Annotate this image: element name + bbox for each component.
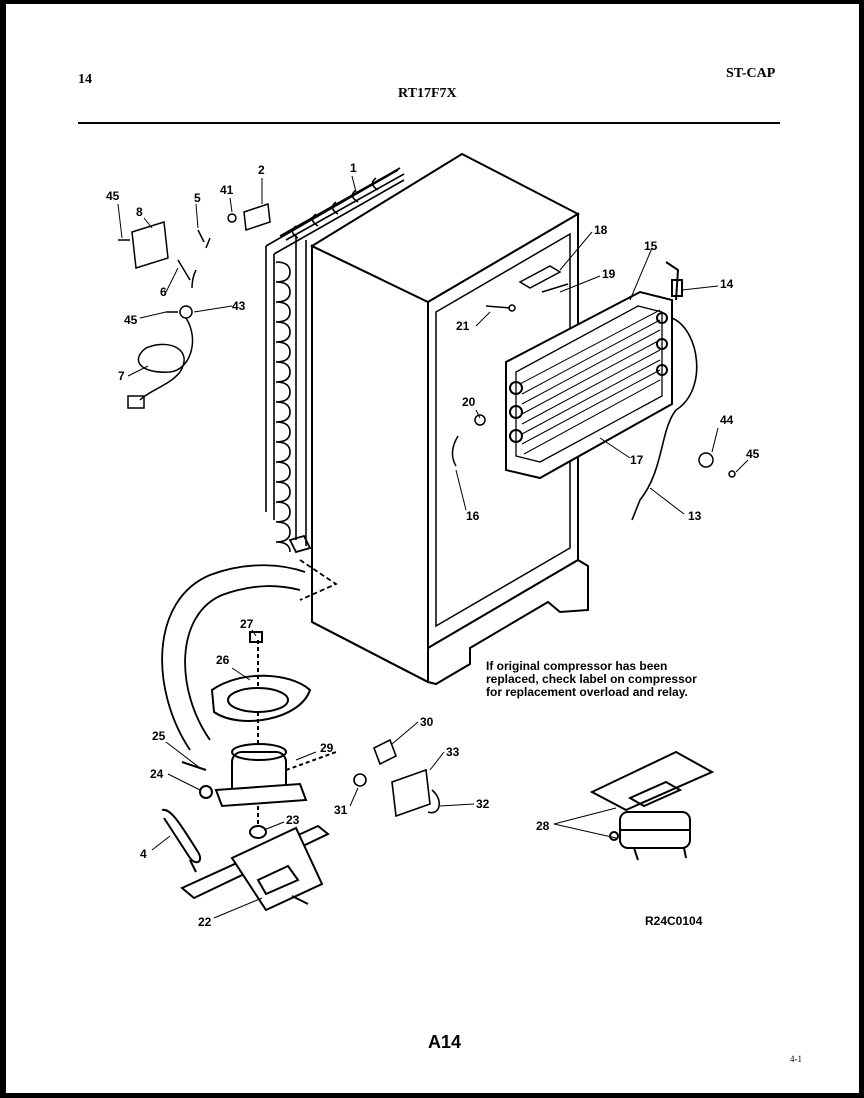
callout-28: 28 xyxy=(536,819,550,833)
leader-lines xyxy=(117,175,749,919)
callout-labels: 1 2 41 45 5 8 6 45 43 7 18 15 19 14 21 2… xyxy=(106,161,760,929)
callout-20: 20 xyxy=(462,395,476,409)
callout-23: 23 xyxy=(286,813,300,827)
callout-7: 7 xyxy=(118,369,125,383)
callout-14: 14 xyxy=(720,277,734,291)
diagram-reference-code: R24C0104 xyxy=(645,914,703,928)
assembly-arrow xyxy=(161,534,338,751)
relay-overload xyxy=(353,738,440,818)
callout-13: 13 xyxy=(688,509,702,523)
callout-31: 31 xyxy=(334,803,348,817)
corner-mark: 4-1 xyxy=(790,1054,802,1064)
model-number: RT17F7X xyxy=(398,86,457,101)
callout-43: 43 xyxy=(232,299,246,313)
callout-17: 17 xyxy=(630,453,644,467)
drier xyxy=(161,808,202,873)
compressor-assembly xyxy=(181,631,337,839)
compressor-replacement-note: If original compressor has been replaced… xyxy=(486,659,697,699)
scan-border-left xyxy=(0,0,6,1098)
callout-26: 26 xyxy=(216,653,230,667)
callout-24: 24 xyxy=(150,767,164,781)
callout-33: 33 xyxy=(446,745,460,759)
callout-16: 16 xyxy=(466,509,480,523)
condenser-coil xyxy=(265,167,405,553)
callout-1: 1 xyxy=(350,161,357,175)
callout-27: 27 xyxy=(240,617,254,631)
callout-5: 5 xyxy=(194,191,201,205)
callout-44: 44 xyxy=(720,413,734,427)
callout-45-left: 45 xyxy=(124,313,138,327)
evaporator-hardware xyxy=(451,265,736,478)
callout-2: 2 xyxy=(258,163,265,177)
callout-29: 29 xyxy=(320,741,334,755)
callout-4: 4 xyxy=(140,847,147,861)
callout-15: 15 xyxy=(644,239,658,253)
callout-45-top: 45 xyxy=(106,189,120,203)
header-code: ST-CAP xyxy=(726,66,776,81)
callout-8: 8 xyxy=(136,205,143,219)
evaporator xyxy=(505,261,698,521)
callout-30: 30 xyxy=(420,715,434,729)
replacement-compressor xyxy=(589,750,715,861)
cabinet xyxy=(309,152,589,686)
callout-45-right: 45 xyxy=(746,447,760,461)
scan-border-bottom xyxy=(0,1093,864,1098)
left-hardware xyxy=(118,202,271,409)
callout-6: 6 xyxy=(160,285,167,299)
scan-border-right xyxy=(859,0,864,1098)
page-id: A14 xyxy=(428,1032,462,1052)
callout-25: 25 xyxy=(152,729,166,743)
callout-22: 22 xyxy=(198,915,212,929)
callout-32: 32 xyxy=(476,797,490,811)
page-number: 14 xyxy=(78,72,92,87)
header-rule xyxy=(78,122,780,124)
callout-41: 41 xyxy=(220,183,234,197)
callout-19: 19 xyxy=(602,267,616,281)
callout-21: 21 xyxy=(456,319,470,333)
base-pan xyxy=(180,824,330,912)
scan-border-top xyxy=(0,0,864,4)
callout-18: 18 xyxy=(594,223,608,237)
